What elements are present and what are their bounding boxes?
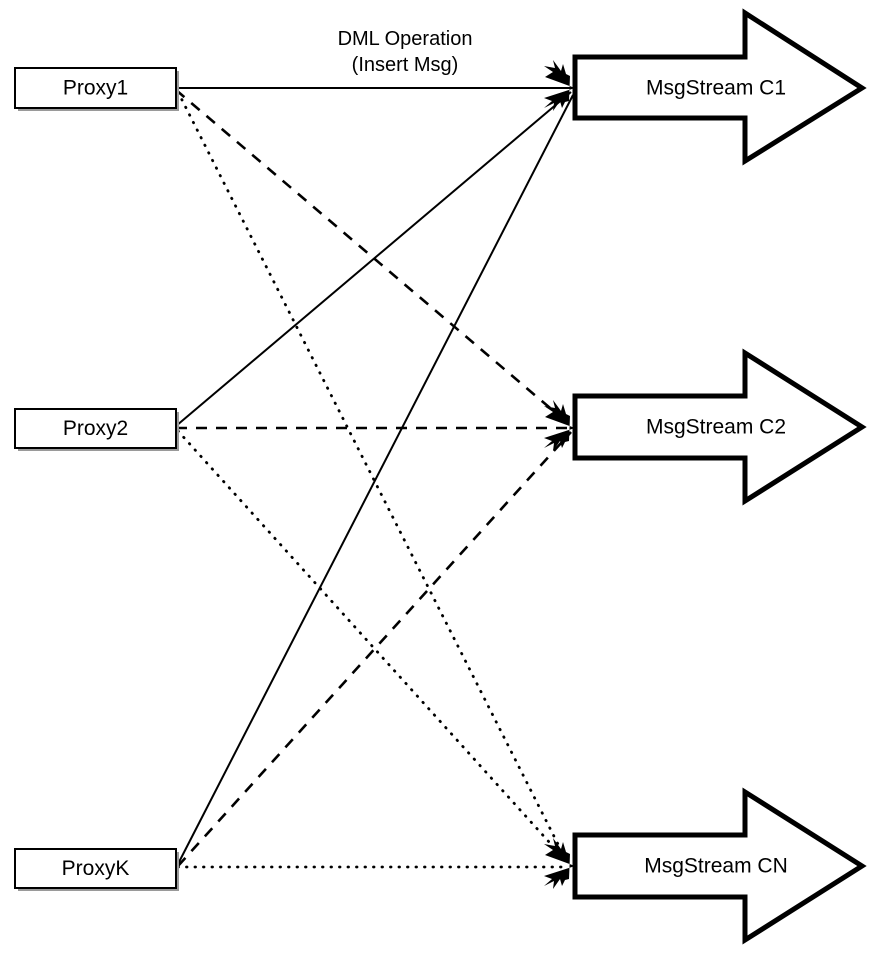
- stream-c1-arrow-shape[interactable]: [572, 8, 867, 166]
- edge-proxy2-to-stream-cn: [176, 429, 570, 865]
- edge-proxy1-to-stream-cn: [176, 90, 570, 866]
- arrowhead-stream-c1: [544, 60, 575, 111]
- edge-caption-group: DML Operation (Insert Msg): [338, 28, 473, 76]
- stream-c1-label: MsgStream C1: [646, 77, 786, 100]
- edge-caption-line-2: (Insert Msg): [352, 54, 459, 76]
- proxy1-label: Proxy1: [63, 77, 128, 100]
- proxy-node-proxy1[interactable]: Proxy1: [14, 67, 179, 111]
- proxyk-box[interactable]: [14, 848, 177, 889]
- stream-c2-arrow-shape[interactable]: [572, 348, 867, 506]
- stream-node-c1[interactable]: MsgStream C1: [572, 8, 867, 166]
- stream-node-c2[interactable]: MsgStream C2: [572, 348, 867, 506]
- proxy-node-proxyk[interactable]: ProxyK: [14, 848, 179, 891]
- arrowhead-stream-c1-shape: [544, 60, 575, 111]
- stream-c2-label: MsgStream C2: [646, 416, 786, 439]
- edge-proxyk-to-stream-c1: [177, 94, 574, 865]
- edge-proxy2-to-stream-c1: [175, 91, 572, 427]
- arrowhead-stream-c2-shape: [544, 400, 575, 451]
- stream-cn-label: MsgStream CN: [644, 855, 788, 878]
- arrowhead-stream-cn-shape: [544, 838, 575, 889]
- proxy-node-proxy2[interactable]: Proxy2: [14, 408, 179, 451]
- edge-layer: [175, 87, 574, 869]
- stream-cn-arrow-shape[interactable]: [572, 787, 867, 945]
- arrowhead-stream-cn: [544, 838, 575, 889]
- proxy2-box[interactable]: [14, 408, 177, 449]
- edge-proxyk-to-stream-c2: [177, 431, 572, 867]
- proxy1-box[interactable]: [14, 67, 177, 109]
- proxy2-label: Proxy2: [63, 417, 128, 440]
- stream-node-cn[interactable]: MsgStream CN: [572, 787, 867, 945]
- edge-caption-line-1: DML Operation: [338, 28, 473, 50]
- proxyk-label: ProxyK: [62, 857, 130, 880]
- arrowhead-layer: [544, 60, 575, 889]
- arrowhead-stream-c2: [544, 400, 575, 451]
- edge-proxy1-to-stream-c2: [175, 89, 571, 426]
